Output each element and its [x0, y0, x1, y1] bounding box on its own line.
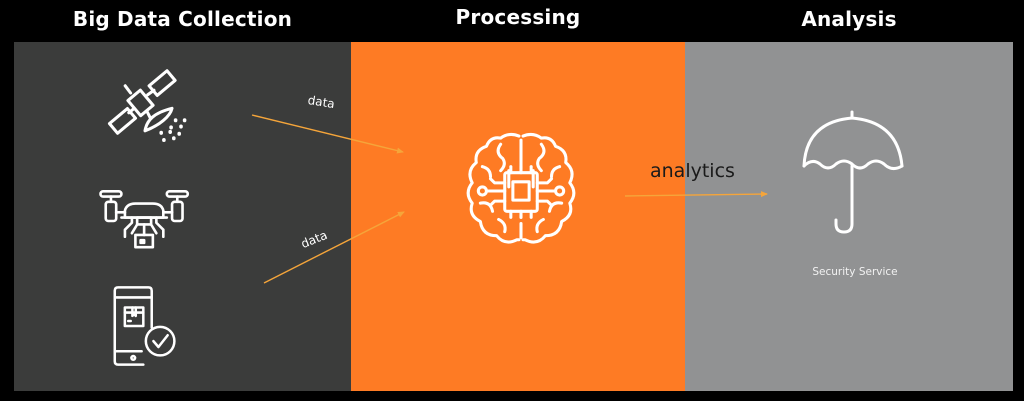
stage-title-analysis: Analysis	[801, 7, 897, 31]
satellite-icon	[100, 66, 190, 156]
brain-chip-icon	[460, 130, 582, 254]
stage-title-collection: Big Data Collection	[72, 7, 293, 31]
analysis-panel	[685, 42, 1013, 391]
stage-title-processing: Processing	[455, 5, 581, 29]
umbrella-icon	[802, 110, 914, 236]
security-service-caption: Security Service	[812, 266, 898, 278]
mobile-delivery-check-icon	[103, 284, 187, 368]
analytics-flow-label: analytics	[650, 160, 735, 182]
drone-icon	[97, 185, 193, 257]
processing-panel	[351, 42, 685, 391]
